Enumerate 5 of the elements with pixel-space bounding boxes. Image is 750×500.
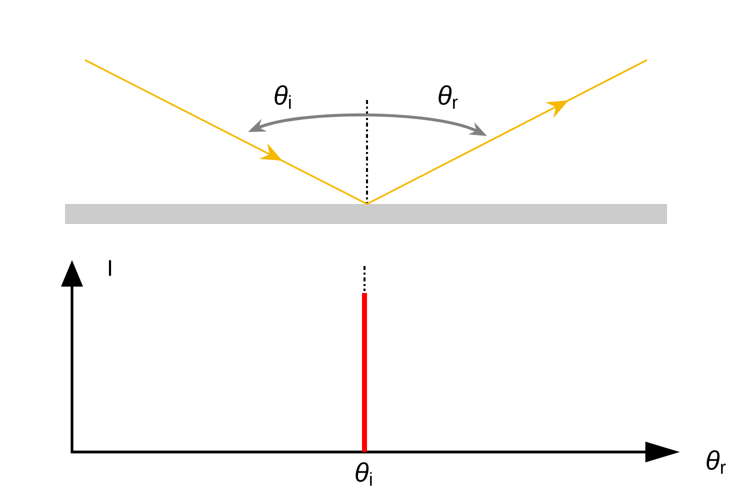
axis-label: θ$_{r}$ bbox=[438, 85, 458, 109]
axis-label: θ$_{r}$ bbox=[706, 450, 726, 474]
axis-label: θ$_{i}$ bbox=[274, 85, 291, 109]
axis-label: I bbox=[108, 260, 112, 276]
axis-label: θ$_{i}$ bbox=[356, 462, 372, 486]
